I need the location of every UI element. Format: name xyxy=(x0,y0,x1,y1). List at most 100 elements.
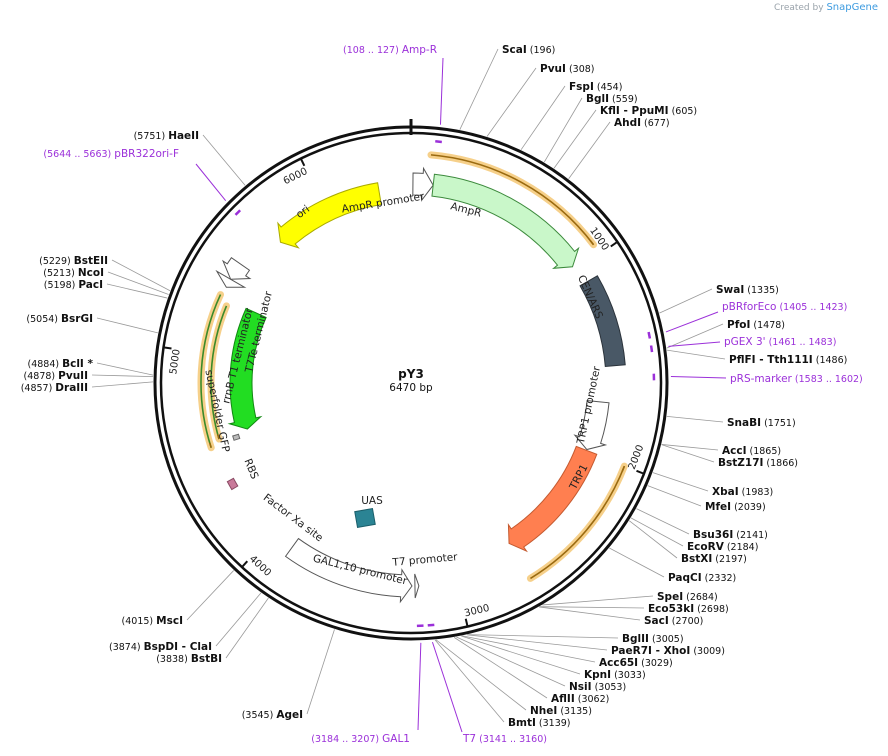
site-label-haeii: (5751) HaeII xyxy=(134,130,199,142)
orf-arrowhead-2 xyxy=(208,442,212,448)
callout-line-mfei xyxy=(647,485,702,507)
site-label-mfei: MfeI (2039) xyxy=(705,501,766,513)
primer-text-gal1: (3184 .. 3207) GAL1 xyxy=(311,733,410,745)
primer-label-prs-marker: pRS-marker (1583 .. 1602) xyxy=(730,373,863,385)
site-label-bstz17i: BstZ17I (1866) xyxy=(718,457,798,469)
site-text-nhei: NheI (3135) xyxy=(530,705,592,717)
primer-line-prs-marker xyxy=(670,376,727,379)
primer-mark-pbr322ori-f xyxy=(234,209,242,216)
site-text-nsii: NsiI (3053) xyxy=(569,681,626,693)
feature-uas xyxy=(354,507,376,529)
site-text-ncoi: (5213) NcoI xyxy=(43,267,104,279)
primer-line-t7 xyxy=(431,641,463,733)
tick-mark-3000 xyxy=(464,618,469,626)
site-text-pvuii: (4878) PvuII xyxy=(24,370,88,382)
callout-line-spei xyxy=(542,595,654,606)
primer-mark-pbrforeco xyxy=(647,331,652,339)
site-text-draiii: (4857) DraIII xyxy=(21,382,88,394)
primer-label-amp-r: (108 .. 127) Amp-R xyxy=(343,44,437,56)
tick-label-2000: 2000 xyxy=(627,443,646,471)
callout-line-nhei xyxy=(435,639,527,711)
site-text-snabi: SnaBI (1751) xyxy=(727,417,796,429)
primer-label-t7: T7 (3141 .. 3160) xyxy=(462,733,547,745)
callout-line-bcli xyxy=(96,362,154,376)
site-label-bcli: (4884) BclI * xyxy=(28,358,94,370)
site-label-snabi: SnaBI (1751) xyxy=(727,417,796,429)
site-label-bmti: BmtI (3139) xyxy=(508,717,570,729)
site-text-bglii: BglII (3005) xyxy=(622,633,684,645)
feature-label-factor-xa: Factor Xa site xyxy=(261,492,325,545)
site-text-bmti: BmtI (3139) xyxy=(508,717,570,729)
site-label-bsteii: (5229) BstEII xyxy=(39,255,108,267)
site-text-eco53ki: Eco53kI (2698) xyxy=(648,603,729,615)
orf-line-3 xyxy=(210,305,228,440)
primer-mark-pgex-3 xyxy=(649,345,654,353)
callout-line-bstxi xyxy=(628,520,678,559)
site-label-bsu36i: Bsu36I (2141) xyxy=(693,529,768,541)
orf-arcs xyxy=(197,151,628,582)
site-text-msci: (4015) MscI xyxy=(122,615,183,627)
feature-rrnb-t1 xyxy=(221,256,252,280)
callout-line-bgli xyxy=(543,97,583,163)
feature-amp-promoter xyxy=(412,166,434,202)
site-text-kpni: KpnI (3033) xyxy=(584,669,646,681)
callout-line-kpni xyxy=(461,635,581,675)
callout-line-swai xyxy=(659,288,713,314)
feature-ampr xyxy=(431,173,580,269)
callout-line-pvuii xyxy=(91,374,154,378)
site-label-pfoi: PfoI (1478) xyxy=(727,319,785,331)
callout-line-bsrgi xyxy=(96,317,159,334)
feature-label-rbs: RBS xyxy=(242,457,261,481)
site-label-saci: SacI (2700) xyxy=(644,615,703,627)
feature-rbs xyxy=(232,433,241,441)
site-label-ahdi: AhdI (677) xyxy=(614,117,670,129)
primer-mark-amp-r xyxy=(435,139,442,144)
feature-gal1-promoter xyxy=(284,537,413,604)
callout-line-haeii xyxy=(202,134,246,186)
site-text-paci: (5198) PacI xyxy=(44,279,103,291)
site-text-bsteii: (5229) BstEII xyxy=(39,255,108,267)
site-label-pvui: PvuI (308) xyxy=(540,63,595,75)
orf-line-2 xyxy=(200,294,222,448)
callout-line-msci xyxy=(186,570,235,621)
primer-text-amp-r: (108 .. 127) Amp-R xyxy=(343,44,437,56)
tick-mark-6000 xyxy=(300,159,306,167)
callout-line-pflfi xyxy=(666,349,726,360)
site-label-acci: AccI (1865) xyxy=(722,445,781,457)
site-text-bsu36i: Bsu36I (2141) xyxy=(693,529,768,541)
callout-line-bglii xyxy=(468,634,619,639)
site-text-ecorv: EcoRV (2184) xyxy=(687,541,758,553)
feature-trp1-promoter xyxy=(573,400,610,451)
primer-line-gal1 xyxy=(417,642,422,731)
primer-line-pbrforeco xyxy=(665,311,719,333)
primer-label-pbr322ori-f: (5644 .. 5663) pBR322ori-F xyxy=(43,148,179,160)
primer-line-pbr322ori-f xyxy=(195,163,227,201)
site-text-swai: SwaI (1335) xyxy=(716,284,779,296)
callout-line-acc65i xyxy=(462,635,596,663)
callout-line-bstbi xyxy=(225,597,269,659)
site-text-saci: SacI (2700) xyxy=(644,615,703,627)
site-text-bspdi: (3874) BspDI - ClaI xyxy=(109,641,212,653)
callout-line-ncoi xyxy=(107,271,169,295)
callout-line-bstz17i xyxy=(661,444,715,463)
callout-line-ecorv xyxy=(630,517,684,547)
feature-label-uas: UAS xyxy=(361,495,383,507)
plasmid-size: 6470 bp xyxy=(389,382,433,394)
site-text-acc65i: Acc65I (3029) xyxy=(599,657,673,669)
site-label-spei: SpeI (2684) xyxy=(657,591,718,603)
primer-mark-t7 xyxy=(427,623,435,627)
callout-line-snabi xyxy=(666,415,724,423)
site-label-eco53ki: Eco53kI (2698) xyxy=(648,603,729,615)
primer-line-amp-r xyxy=(439,57,444,125)
site-label-bglii: BglII (3005) xyxy=(622,633,684,645)
site-text-agei: (3545) AgeI xyxy=(242,709,303,721)
snapgene-credit: Created by SnapGene xyxy=(774,2,878,13)
primer-label-gal1: (3184 .. 3207) GAL1 xyxy=(311,733,410,745)
primer-text-prs-marker: pRS-marker (1583 .. 1602) xyxy=(730,373,863,385)
site-text-bstz17i: BstZ17I (1866) xyxy=(718,457,798,469)
site-label-fspi: FspI (454) xyxy=(569,81,622,93)
tick-mark-1000 xyxy=(610,241,618,248)
site-label-paer7i: PaeR7I - XhoI (3009) xyxy=(611,645,725,657)
feature-superfolder-gfp xyxy=(227,307,267,430)
